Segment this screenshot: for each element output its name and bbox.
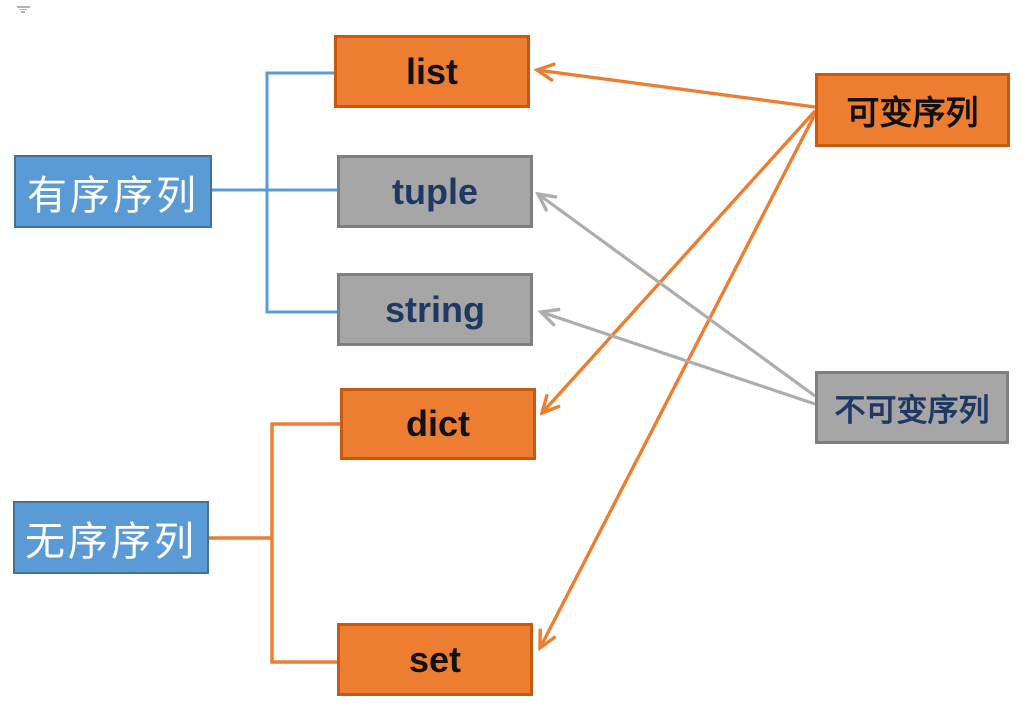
node-set-label: set [408,638,462,680]
collapse-icon-bar [19,8,27,11]
node-list-label: list [405,50,458,92]
edge-mutable-to-set [540,113,817,648]
node-tuple: tuple [337,155,533,228]
node-string-label: string [384,288,485,330]
collapse-icon-bar [16,6,30,8]
node-mutable-label: 可变序列 [846,94,979,131]
node-unordered-label: 无序序列 [25,518,197,564]
node-ordered-sequence: 有序序列 [14,155,212,228]
node-unordered-sequence: 无序序列 [13,501,209,574]
edge-mutable-to-list [537,70,816,109]
node-set: set [337,623,533,696]
outline-collapse-icon[interactable] [16,6,30,16]
node-list: list [334,35,530,108]
node-ordered-label: 有序序列 [27,172,199,218]
edge-immutable-to-tuple [538,194,816,398]
collapse-icon-bar [21,11,25,13]
node-dict: dict [340,388,536,460]
edge-ordered-to-list-tuple-string [212,71,337,314]
node-tuple-label: tuple [392,170,478,212]
edge-unordered-to-dict-set [209,422,340,664]
node-dict-label: dict [405,403,470,444]
edge-mutable-to-dict [542,109,817,413]
node-immutable-label: 不可变序列 [834,393,990,428]
node-string: string [337,273,533,346]
node-immutable-sequence: 不可变序列 [815,371,1009,444]
edge-immutable-to-string [541,312,816,406]
node-mutable-sequence: 可变序列 [815,73,1010,147]
